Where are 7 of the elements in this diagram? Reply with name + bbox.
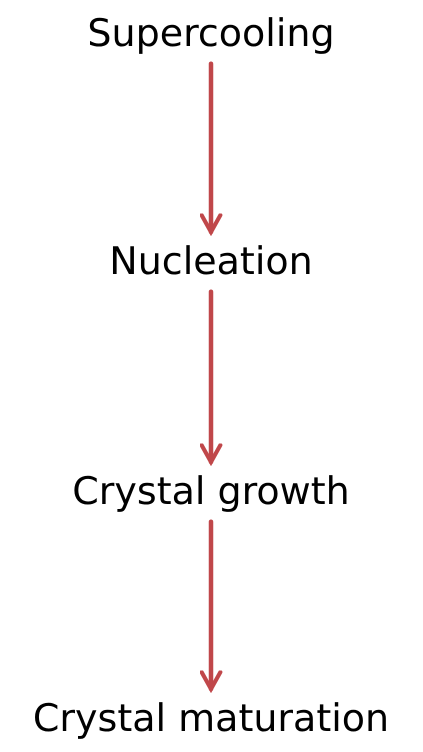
step-label: Crystal growth [72,470,350,514]
arrow [200,289,222,464]
step-label: Supercooling [87,12,335,56]
step-label: Crystal maturation [32,697,390,741]
arrow [200,519,222,692]
arrow [200,61,222,234]
step-label: Nucleation [109,240,313,284]
